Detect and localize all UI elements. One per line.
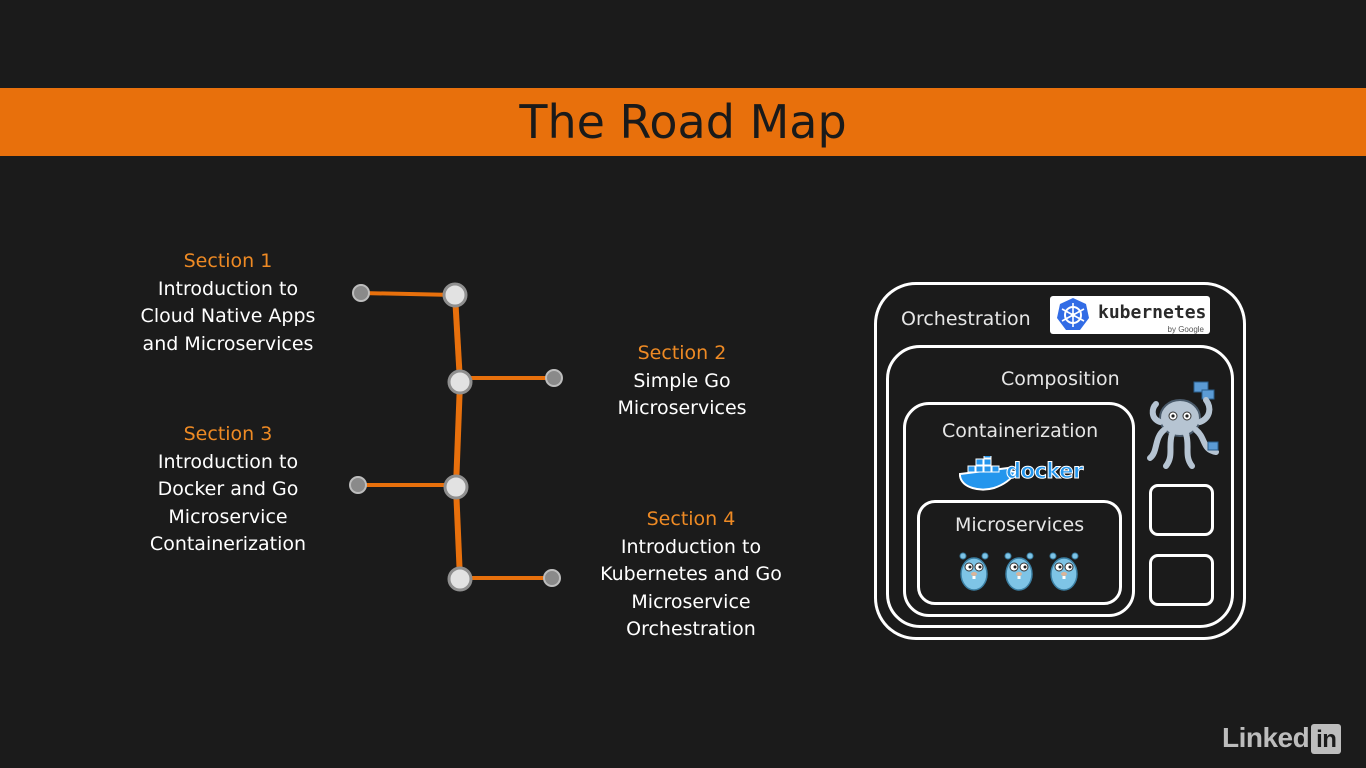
containerization-layer: [903, 402, 1135, 617]
section-line: Introduction to: [157, 277, 299, 300]
composition-label: Composition: [1001, 368, 1120, 390]
timeline-junction-node: [447, 566, 473, 592]
timeline-junction-node: [447, 369, 473, 395]
linkedin-in-icon: in: [1311, 724, 1342, 754]
timeline-end-node: [349, 476, 367, 494]
octopus-mascot-icon: [1147, 381, 1219, 469]
section-line: Introduction to: [157, 450, 299, 473]
timeline-branch-section-1: [360, 291, 456, 297]
kubernetes-logo: kubernetes by Google: [1050, 296, 1210, 334]
timeline-spine-segment: [453, 381, 463, 488]
timeline-end-node: [352, 284, 370, 302]
timeline-spine-segment: [452, 294, 463, 383]
kubernetes-byline: by Google: [1167, 325, 1204, 334]
timeline-end-node: [543, 569, 561, 587]
section-line: and Microservices: [142, 332, 314, 355]
section-2-label: Section 2 Simple Go Microservices: [572, 340, 792, 423]
timeline-spine-segment: [453, 486, 463, 580]
section-line: Microservice: [168, 505, 288, 528]
section-title: Section 2: [637, 342, 727, 364]
section-4-label: Section 4 Introduction to Kubernetes and…: [576, 506, 806, 644]
gopher-icon: [1004, 552, 1034, 591]
orchestration-layer: [874, 282, 1246, 640]
section-line: Introduction to: [620, 535, 762, 558]
gopher-icon: [959, 552, 989, 591]
section-line: Orchestration: [626, 618, 756, 640]
docker-whale-icon: [959, 456, 1018, 491]
service-placeholder-box: [1149, 484, 1214, 536]
section-line: Containerization: [149, 533, 307, 555]
microservices-layer: [917, 500, 1122, 605]
microservices-label: Microservices: [955, 514, 1085, 536]
section-line: Cloud Native Apps: [140, 305, 316, 327]
timeline-junction-node: [443, 474, 469, 500]
section-line: Docker and Go: [157, 478, 299, 500]
gopher-icon: [1049, 552, 1079, 591]
timeline-junction-node: [442, 282, 468, 308]
section-title: Section 4: [646, 508, 736, 530]
section-line: Microservices: [617, 397, 747, 419]
section-title: Section 1: [183, 250, 273, 272]
page-title: The Road Map: [519, 95, 847, 149]
kubernetes-wordmark: kubernetes: [1098, 302, 1207, 323]
service-placeholder-box: [1149, 554, 1214, 606]
docker-wordmark: docker: [1006, 459, 1084, 484]
section-line: Microservice: [631, 590, 751, 613]
orchestration-label: Orchestration: [901, 308, 1031, 330]
docker-logo: docker: [958, 456, 1084, 492]
containerization-label: Containerization: [942, 420, 1099, 442]
timeline-end-node: [545, 369, 563, 387]
linkedin-wordmark: Linked: [1222, 722, 1310, 753]
kubernetes-wheel-icon: [1057, 298, 1089, 330]
section-3-label: Section 3 Introduction to Docker and Go …: [116, 421, 340, 559]
section-1-label: Section 1 Introduction to Cloud Native A…: [116, 248, 340, 358]
title-banner: The Road Map: [0, 88, 1366, 156]
section-title: Section 3: [183, 423, 273, 445]
composition-layer: [886, 345, 1234, 628]
section-line: Simple Go: [633, 369, 731, 392]
section-line: Kubernetes and Go: [600, 563, 782, 585]
